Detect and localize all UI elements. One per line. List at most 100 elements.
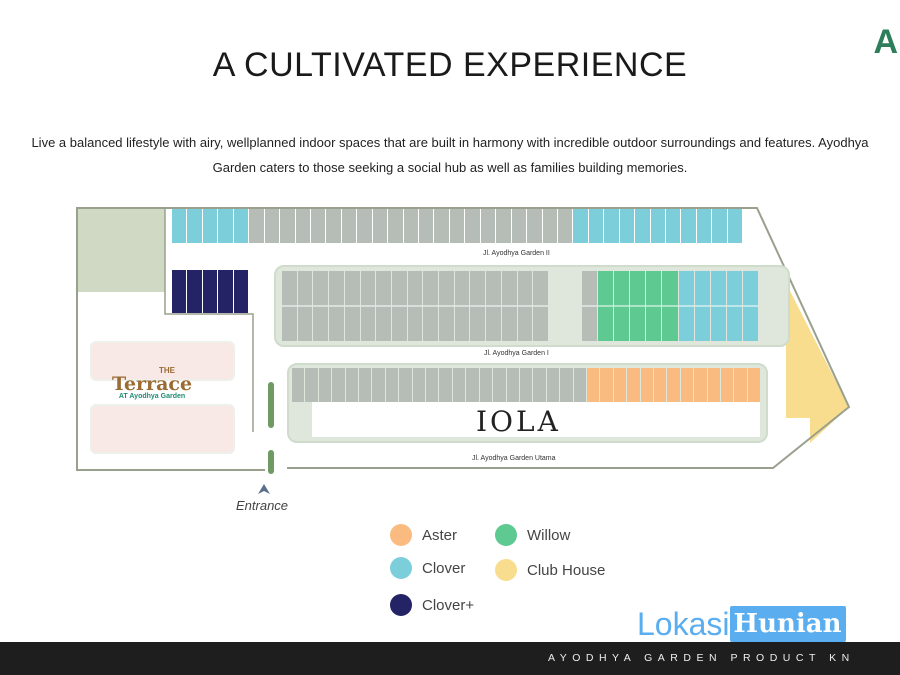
unit-other bbox=[385, 368, 399, 402]
road-label: Jl. Ayodhya Garden I bbox=[484, 350, 549, 357]
unit-aster bbox=[586, 368, 600, 402]
unit-other bbox=[344, 271, 360, 341]
green-area bbox=[78, 209, 165, 292]
unit-other bbox=[480, 209, 496, 243]
unit-aster bbox=[707, 368, 720, 402]
unit-clover bbox=[619, 209, 635, 243]
unit-other bbox=[407, 271, 423, 341]
terrace-block bbox=[90, 341, 235, 381]
unit-clover bbox=[742, 271, 759, 341]
legend-aster: Aster bbox=[390, 524, 457, 546]
unit-other bbox=[357, 209, 372, 243]
brand-logo-partial: A bbox=[873, 23, 898, 61]
unit-other bbox=[249, 209, 264, 243]
unit-willow bbox=[614, 271, 630, 341]
unit-other bbox=[517, 271, 533, 341]
unit-row-middle-right bbox=[582, 271, 759, 341]
legend-label: Club House bbox=[527, 561, 606, 579]
unit-aster bbox=[747, 368, 761, 402]
unit-clover-plus bbox=[172, 270, 187, 313]
unit-other bbox=[280, 209, 295, 243]
unit-other bbox=[423, 271, 439, 341]
unit-clover bbox=[710, 271, 726, 341]
unit-clover bbox=[678, 271, 694, 341]
unit-clover bbox=[172, 209, 187, 243]
unit-other bbox=[399, 368, 412, 402]
unit-row-top bbox=[172, 209, 743, 243]
unit-clover bbox=[726, 271, 742, 341]
unit-other bbox=[439, 368, 452, 402]
unit-willow bbox=[662, 271, 678, 341]
road-label: Jl. Ayodhya Garden Utama bbox=[472, 455, 556, 462]
intro-paragraph: Live a balanced lifestyle with airy, wel… bbox=[31, 135, 869, 175]
legend-dot bbox=[390, 557, 412, 579]
unit-clover bbox=[681, 209, 696, 243]
unit-clover-plus bbox=[187, 270, 202, 313]
unit-aster bbox=[613, 368, 627, 402]
unit-clover-plus bbox=[202, 270, 218, 313]
unit-other bbox=[479, 368, 493, 402]
unit-other bbox=[388, 209, 403, 243]
unit-clover bbox=[187, 209, 202, 243]
unit-clover bbox=[727, 209, 743, 243]
unit-other bbox=[527, 209, 542, 243]
site-plan: IOLA Jl. Ayodhya Garden II Jl. Ayodhya G… bbox=[76, 207, 851, 513]
legend-clover: Clover bbox=[390, 557, 465, 579]
unit-other bbox=[506, 368, 519, 402]
unit-row-bottom bbox=[292, 368, 761, 402]
unit-clover bbox=[696, 209, 712, 243]
unit-other bbox=[372, 368, 385, 402]
unit-other bbox=[292, 368, 305, 402]
unit-other bbox=[372, 209, 388, 243]
legend-willow: Willow bbox=[495, 524, 570, 546]
unit-willow bbox=[646, 271, 662, 341]
unit-other bbox=[546, 368, 560, 402]
terrace-block bbox=[90, 404, 235, 454]
club-house-area bbox=[786, 283, 849, 443]
unit-other bbox=[295, 209, 310, 243]
watermark-part1: Lokasi bbox=[637, 606, 730, 642]
unit-other bbox=[439, 271, 454, 341]
unit-other bbox=[403, 209, 418, 243]
legend-dot bbox=[390, 594, 412, 616]
unit-clover bbox=[604, 209, 619, 243]
terrace-logo: THE Terrace AT Ayodhya Garden bbox=[112, 366, 192, 400]
unit-other bbox=[313, 271, 329, 341]
unit-other bbox=[297, 271, 313, 341]
unit-clover bbox=[666, 209, 681, 243]
road-label: Jl. Ayodhya Garden II bbox=[483, 250, 550, 257]
unit-clover-plus bbox=[233, 270, 249, 313]
unit-other bbox=[557, 209, 573, 243]
legend-label: Clover+ bbox=[422, 596, 475, 614]
unit-aster bbox=[721, 368, 734, 402]
unit-clover bbox=[588, 209, 604, 243]
footer-text: AYODHYA GARDEN PRODUCT KN bbox=[548, 652, 855, 664]
unit-other bbox=[519, 368, 533, 402]
terrace-name: Terrace bbox=[112, 373, 193, 395]
unit-other bbox=[533, 368, 546, 402]
unit-other bbox=[360, 271, 376, 341]
watermark-part2: Hunian bbox=[729, 606, 846, 642]
unit-aster bbox=[627, 368, 640, 402]
legend-club-house: Club House bbox=[495, 559, 605, 581]
legend-label: Willow bbox=[527, 526, 571, 544]
median-planter bbox=[268, 450, 274, 474]
unit-other bbox=[305, 368, 318, 402]
unit-clover bbox=[694, 271, 710, 341]
unit-other bbox=[449, 209, 465, 243]
unit-aster bbox=[680, 368, 694, 402]
unit-clover bbox=[635, 209, 650, 243]
unit-other bbox=[419, 209, 434, 243]
unit-other bbox=[332, 368, 345, 402]
unit-aster bbox=[667, 368, 680, 402]
unit-other bbox=[533, 271, 548, 341]
unit-other bbox=[282, 271, 297, 341]
terrace-sub: AT Ayodhya Garden bbox=[118, 393, 186, 400]
unit-other bbox=[486, 271, 501, 341]
unit-row-clover-plus bbox=[172, 270, 249, 313]
unit-other bbox=[329, 271, 344, 341]
unit-clover bbox=[712, 209, 727, 243]
iola-area bbox=[312, 402, 760, 437]
footer-bar: AYODHYA GARDEN PRODUCT KN bbox=[0, 642, 900, 675]
unit-other bbox=[326, 209, 341, 243]
